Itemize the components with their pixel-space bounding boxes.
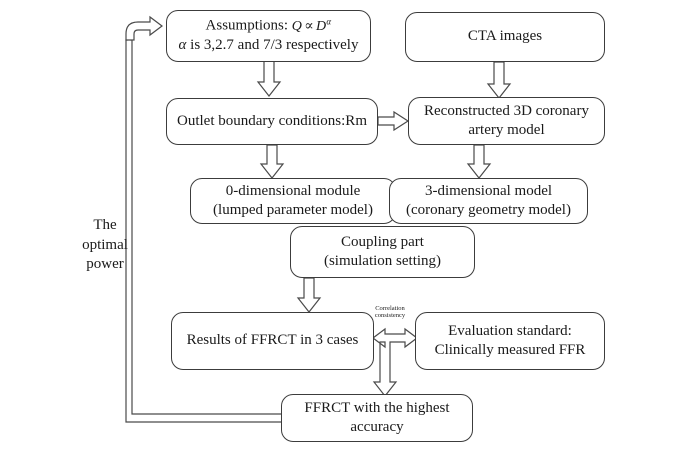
node-coupling-part[interactable]: Coupling part (simulation setting) <box>290 226 475 278</box>
three-dim-line-1: 3-dimensional model <box>424 182 553 199</box>
arrow-outlet-to-zero-dim <box>259 144 285 179</box>
evaluation-line-1: Evaluation standard: <box>448 322 572 339</box>
highest-accuracy-line-2: accuracy <box>350 419 404 435</box>
highest-accuracy-line-1: FFRCT with the highest <box>304 399 450 416</box>
correlation-line-2: consistency <box>374 312 406 320</box>
three-dim-line-2: (coronary geometry model) <box>406 202 571 218</box>
optimal-power-line-1: The <box>93 217 117 233</box>
coupling-line-2: (simulation setting) <box>323 253 442 269</box>
results-ffrct-label: Results of FFRCT in 3 cases <box>186 332 359 349</box>
correlation-line-1: Correlation <box>375 305 405 312</box>
assumptions-line-2: α is 3,2.7 and 7/3 respectively <box>178 37 359 54</box>
reconstructed-line-2: artery model <box>468 122 545 138</box>
arrow-cta-to-reconstructed <box>486 61 512 99</box>
outlet-boundary-label: Outlet boundary conditions:Rm <box>177 112 367 129</box>
zero-dim-line-1: 0-dimensional module <box>225 182 361 199</box>
node-cta-images[interactable]: CTA images <box>405 12 605 62</box>
node-highest-accuracy[interactable]: FFRCT with the highest accuracy <box>281 394 473 442</box>
arrow-reconstructed-to-three-dim <box>466 144 492 179</box>
cta-images-label: CTA images <box>467 28 543 45</box>
label-optimal-power: The optimal power <box>80 216 130 275</box>
node-reconstructed-model[interactable]: Reconstructed 3D coronary artery model <box>408 97 605 145</box>
node-evaluation-standard[interactable]: Evaluation standard: Clinically measured… <box>415 312 605 370</box>
optimal-power-line-2: optimal <box>82 236 128 253</box>
arrow-assumptions-to-outlet <box>256 59 282 97</box>
assumptions-formula: Q∝Dα <box>291 16 332 35</box>
coupling-line-1: Coupling part <box>341 233 424 250</box>
arrow-coupling-to-results <box>296 277 322 313</box>
reconstructed-line-1: Reconstructed 3D coronary <box>424 102 589 119</box>
label-correlation-consistency: Correlation consistency <box>362 305 418 320</box>
zero-dim-line-2: (lumped parameter model) <box>213 202 373 218</box>
node-three-dimensional-model[interactable]: 3-dimensional model (coronary geometry m… <box>389 178 588 224</box>
node-assumptions[interactable]: Assumptions: Q∝Dα α is 3,2.7 and 7/3 res… <box>166 10 371 62</box>
arrow-results-evaluation-bidirectional <box>372 327 418 397</box>
node-results-ffrct[interactable]: Results of FFRCT in 3 cases <box>171 312 374 370</box>
node-outlet-boundary[interactable]: Outlet boundary conditions:Rm <box>166 98 378 145</box>
evaluation-line-2: Clinically measured FFR <box>434 342 586 358</box>
optimal-power-line-3: power <box>86 256 124 272</box>
assumptions-line-1: Assumptions: Q∝Dα <box>205 16 332 35</box>
node-zero-dimensional-module[interactable]: 0-dimensional module (lumped parameter m… <box>190 178 396 224</box>
arrow-reconstructed-to-outlet <box>377 110 410 132</box>
